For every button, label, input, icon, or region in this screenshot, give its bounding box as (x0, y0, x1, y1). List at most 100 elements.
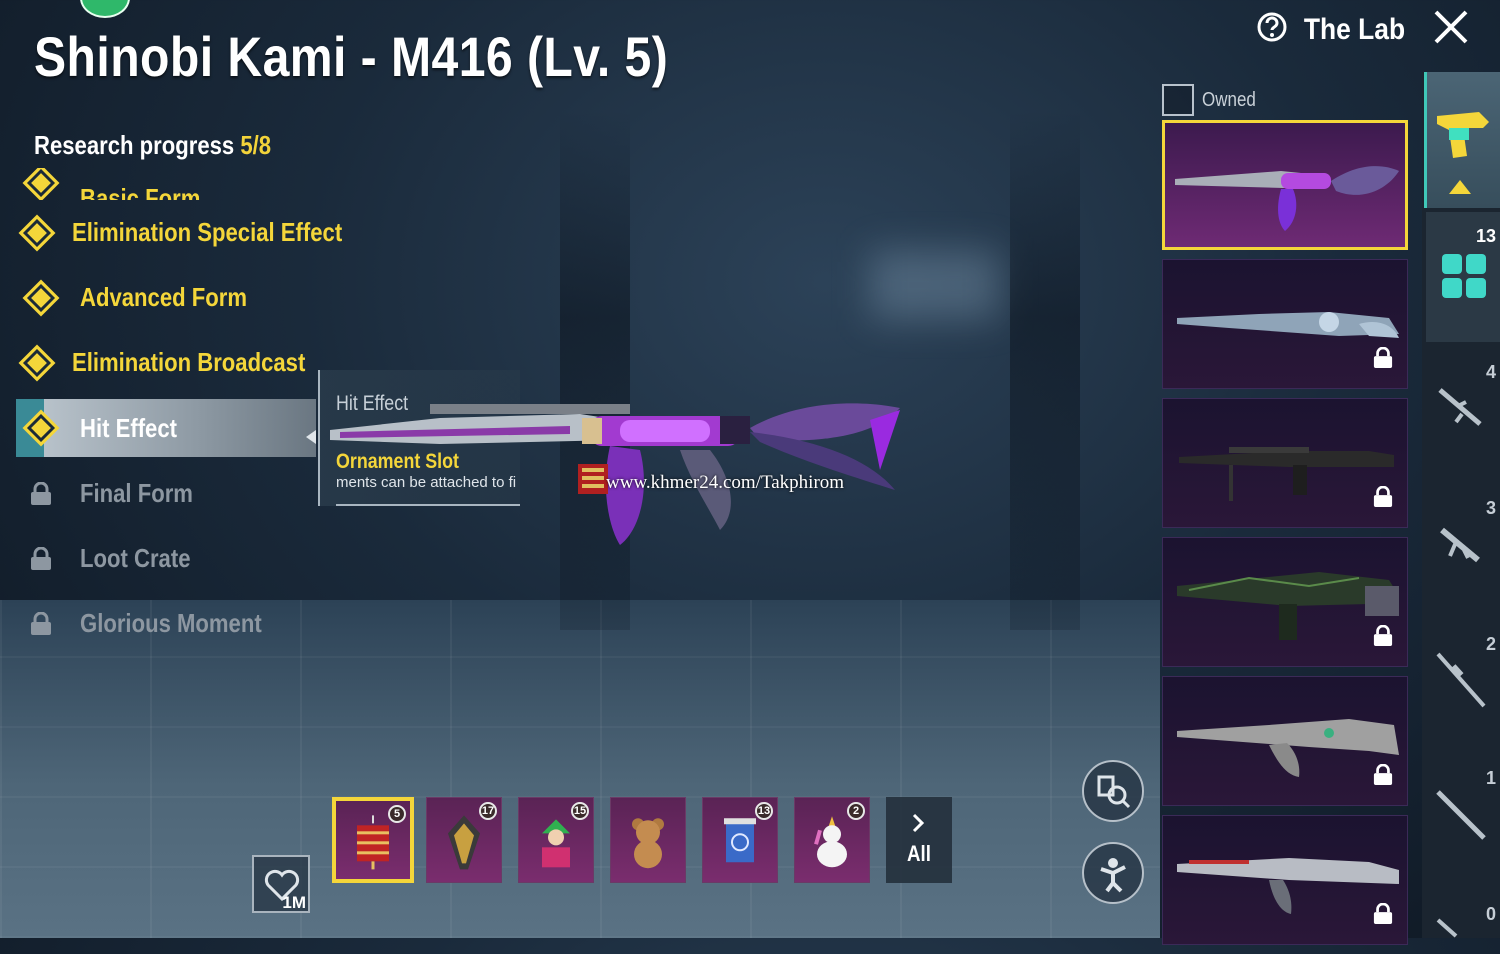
category-count: 3 (1485, 498, 1496, 518)
inspect-magnifier-icon (1097, 775, 1131, 809)
ornament-level-badge: 17 (479, 802, 497, 820)
feature-item-basic-form[interactable]: Basic Form (16, 168, 316, 200)
weapon-preview[interactable] (320, 380, 910, 550)
lock-icon (24, 477, 58, 511)
emote-button[interactable] (1082, 842, 1144, 904)
page-title: Shinobi Kami - M416 (Lv. 5) (34, 25, 669, 88)
marksman-rifle-icon (1436, 790, 1486, 840)
assault-rifle-icon (1438, 388, 1482, 426)
close-icon[interactable] (1432, 8, 1470, 51)
firecracker-icon (357, 815, 389, 870)
sniper-rifle-icon (1436, 652, 1486, 708)
diamond-check-icon (18, 344, 56, 381)
skin-thumbnail (1177, 312, 1399, 338)
category-pistol[interactable] (1424, 72, 1500, 208)
feature-item-elimination-special-effect[interactable]: Elimination Special Effect (16, 200, 342, 265)
skin-card[interactable] (1162, 398, 1408, 528)
lock-icon (1373, 763, 1393, 791)
skin-thumbnail (1177, 572, 1399, 640)
skin-thumbnail (1179, 447, 1394, 501)
owned-filter[interactable]: Owned (1162, 84, 1265, 116)
feature-item-advanced-form[interactable]: Advanced Form (16, 265, 316, 330)
lock-icon (24, 542, 58, 576)
tooltip-heading: Hit Effect (336, 392, 409, 415)
lock-icon (1373, 624, 1393, 652)
skin-list (1162, 120, 1408, 954)
skin-card-selected[interactable] (1162, 120, 1408, 250)
skin-card[interactable] (1162, 259, 1408, 389)
teddy-bear-icon (632, 818, 664, 869)
tooltip-underline (336, 504, 520, 506)
skin-card[interactable] (1162, 676, 1408, 806)
ornament-teddy-bear[interactable] (610, 797, 686, 883)
feature-item-hit-effect[interactable]: Hit Effect (16, 399, 316, 457)
feature-item-glorious-moment[interactable]: Glorious Moment (16, 591, 316, 656)
top-badge-icon (80, 0, 130, 18)
feature-item-elimination-broadcast[interactable]: Elimination Broadcast (16, 330, 316, 395)
ornament-blade-pendant[interactable]: 17 (426, 797, 502, 883)
ornament-jester-box[interactable]: 15 (518, 797, 594, 883)
ornament-unicorn[interactable]: 2 (794, 797, 870, 883)
diamond-check-icon (22, 409, 60, 447)
category-count: 2 (1485, 634, 1496, 654)
favorite-count: 1M (282, 893, 306, 912)
owned-label: Owned (1202, 88, 1256, 111)
research-progress: Research progress 5/8 (34, 130, 271, 161)
ornament-level-badge: 15 (571, 802, 589, 820)
ornament-scroll-tag[interactable]: 13 (702, 797, 778, 883)
feature-item-loot-crate[interactable]: Loot Crate (16, 526, 316, 591)
lock-icon (24, 607, 58, 641)
jester-box-icon (542, 819, 570, 868)
top-right-bar: The Lab (1257, 8, 1470, 51)
ornament-firecracker[interactable]: 5 (332, 797, 414, 883)
grid-icon (1442, 254, 1486, 298)
all-button-label: All (907, 841, 931, 866)
category-count: 1 (1485, 768, 1496, 788)
ornament-bar: 5 17 15 13 2 All (332, 797, 952, 883)
ornament-level-badge: 2 (847, 802, 865, 820)
selected-indicator-icon (1449, 180, 1471, 194)
feature-list: Basic Form Elimination Special Effect Ad… (16, 168, 342, 656)
skin-thumbnail (1175, 166, 1399, 231)
feature-item-final-form[interactable]: Final Form (16, 461, 316, 526)
lock-icon (1373, 485, 1393, 513)
tooltip-slot-title: Ornament Slot (336, 450, 459, 473)
diamond-check-icon (22, 279, 60, 316)
heart-icon (264, 869, 300, 901)
question-circle-icon[interactable] (1257, 12, 1287, 47)
feature-label: Elimination Special Effect (72, 217, 343, 247)
scroll-tag-icon (724, 818, 756, 863)
skin-thumbnail (1177, 719, 1399, 777)
shotgun-icon (1436, 918, 1458, 938)
watermark-text: www.khmer24.com/Takphirom (606, 472, 845, 493)
ornament-level-badge: 13 (755, 802, 773, 820)
research-progress-value: 5/8 (240, 130, 272, 160)
lock-icon (1373, 902, 1393, 930)
feature-label: Advanced Form (80, 282, 248, 312)
category-count: 4 (1485, 362, 1496, 382)
background-pillar (560, 110, 630, 630)
chevron-right-icon (912, 813, 925, 833)
category-all[interactable]: 13 (1426, 212, 1500, 342)
lab-title: The Lab (1303, 12, 1406, 46)
favorite-button[interactable]: 1M (252, 855, 310, 913)
feature-label: Glorious Moment (80, 608, 262, 638)
blade-pendant-icon (448, 815, 480, 870)
smg-icon (1440, 527, 1480, 563)
lock-icon (1373, 346, 1393, 374)
research-progress-label: Research progress (34, 130, 241, 160)
pistol-icon (1437, 112, 1489, 158)
skin-card[interactable] (1162, 815, 1408, 945)
background-pillar (1010, 110, 1080, 630)
feature-label: Hit Effect (80, 412, 178, 443)
emote-pose-icon (1100, 858, 1126, 893)
inspect-button[interactable] (1082, 760, 1144, 822)
background-light (870, 250, 1000, 320)
owned-checkbox[interactable] (1162, 84, 1194, 116)
skin-card[interactable] (1162, 537, 1408, 667)
ornament-level-badge: 5 (388, 805, 406, 823)
feature-label: Basic Form (80, 183, 201, 200)
feature-label: Final Form (80, 478, 193, 508)
skin-thumbnail (1177, 858, 1399, 914)
all-ornaments-button[interactable]: All (886, 797, 952, 883)
